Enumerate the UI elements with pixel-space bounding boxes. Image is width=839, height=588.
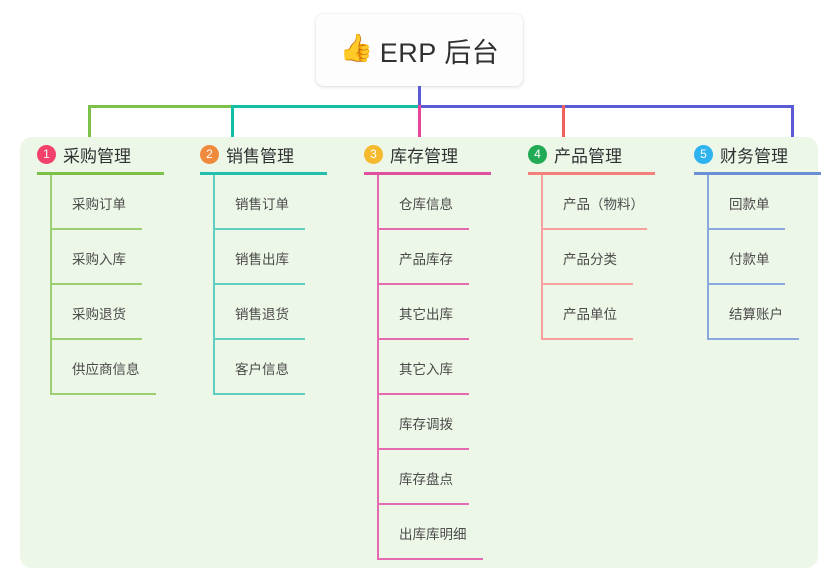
root-node-title: ERP 后台 <box>379 37 500 68</box>
list-item-label: 出库库明细 <box>399 527 467 542</box>
branch-header-3[interactable]: 3 库存管理 <box>364 142 458 167</box>
list-item-label: 付款单 <box>729 252 770 267</box>
branch-drop-4 <box>562 105 565 142</box>
list-item-label: 其它出库 <box>399 307 453 322</box>
list-item-label: 客户信息 <box>235 362 289 377</box>
branch-header-rule-4 <box>528 172 655 175</box>
list-item-label: 结算账户 <box>729 307 783 322</box>
list-item[interactable]: 库存盘点 <box>377 450 469 505</box>
list-item[interactable]: 出库库明细 <box>377 505 483 560</box>
list-item-label: 销售订单 <box>235 197 289 212</box>
branch-drop-3 <box>418 105 421 142</box>
branch-header-5[interactable]: 5 财务管理 <box>694 142 788 167</box>
root-node[interactable]: 👍 ERP 后台 <box>316 14 523 86</box>
branch-badge-4: 4 <box>528 145 547 164</box>
list-item[interactable]: 其它出库 <box>377 285 469 340</box>
list-item[interactable]: 销售出库 <box>213 230 305 285</box>
list-item-label: 采购退货 <box>72 307 126 322</box>
branch-header-1[interactable]: 1 采购管理 <box>37 142 131 167</box>
list-item-label: 库存调拨 <box>399 417 453 432</box>
branch-badge-2: 2 <box>200 145 219 164</box>
list-item-label: 采购订单 <box>72 197 126 212</box>
branch-title-3: 库存管理 <box>390 147 458 166</box>
list-item-label: 其它入库 <box>399 362 453 377</box>
list-item[interactable]: 销售退货 <box>213 285 305 340</box>
list-item-label: 销售出库 <box>235 252 289 267</box>
list-item-label: 供应商信息 <box>72 362 140 377</box>
list-item-label: 仓库信息 <box>399 197 453 212</box>
list-item[interactable]: 供应商信息 <box>50 340 156 395</box>
branch-drop-1 <box>88 105 91 142</box>
list-item-label: 产品分类 <box>563 252 617 267</box>
branches-panel: 1 采购管理 采购订单 采购入库 采购退货 <box>20 137 821 568</box>
branch-items-1: 采购订单 采购入库 采购退货 供应商信息 <box>50 175 156 395</box>
list-item[interactable]: 库存调拨 <box>377 395 469 450</box>
list-item-label: 产品库存 <box>399 252 453 267</box>
list-item-label: 产品单位 <box>563 307 617 322</box>
branch-header-rule-2 <box>200 172 327 175</box>
branch-title-4: 产品管理 <box>554 147 622 166</box>
branch-items-2: 销售订单 销售出库 销售退货 客户信息 <box>213 175 305 395</box>
branch-header-rule-3 <box>364 172 491 175</box>
branch-items-5: 回款单 付款单 结算账户 <box>707 175 799 340</box>
branch-title-2: 销售管理 <box>226 147 294 166</box>
branch-header-rule-1 <box>37 172 164 175</box>
list-item[interactable]: 仓库信息 <box>377 175 469 230</box>
branch-bar-purple <box>419 105 794 108</box>
branch-drop-5 <box>791 105 794 142</box>
list-item[interactable]: 产品库存 <box>377 230 469 285</box>
branch-badge-3: 3 <box>364 145 383 164</box>
list-item[interactable]: 产品单位 <box>541 285 644 340</box>
branch-badge-5: 5 <box>694 145 713 164</box>
root-stem-connector <box>418 86 421 107</box>
list-item[interactable]: 采购退货 <box>50 285 142 340</box>
branch-title-1: 采购管理 <box>63 147 131 166</box>
list-item-label: 产品（物料） <box>563 197 644 212</box>
branch-items-4: 产品（物料） 产品分类 产品单位 <box>541 175 647 340</box>
list-item[interactable]: 产品（物料） <box>541 175 647 230</box>
branch-header-4[interactable]: 4 产品管理 <box>528 142 622 167</box>
branch-header-2[interactable]: 2 销售管理 <box>200 142 294 167</box>
list-item[interactable]: 采购订单 <box>50 175 142 230</box>
list-item[interactable]: 采购入库 <box>50 230 142 285</box>
list-item[interactable]: 回款单 <box>707 175 785 230</box>
branch-items-3: 仓库信息 产品库存 其它出库 其它入库 <box>377 175 483 560</box>
branch-header-rule-5 <box>694 172 821 175</box>
list-item[interactable]: 其它入库 <box>377 340 469 395</box>
list-item[interactable]: 结算账户 <box>707 285 799 340</box>
branch-title-5: 财务管理 <box>720 147 788 166</box>
list-item[interactable]: 付款单 <box>707 230 785 285</box>
list-item[interactable]: 销售订单 <box>213 175 305 230</box>
branch-drop-2 <box>231 105 234 142</box>
branch-badge-1: 1 <box>37 145 56 164</box>
list-item-label: 采购入库 <box>72 252 126 267</box>
list-item[interactable]: 产品分类 <box>541 230 644 285</box>
list-item[interactable]: 客户信息 <box>213 340 305 395</box>
branch-bar-green <box>88 105 233 108</box>
list-item-label: 回款单 <box>729 197 770 212</box>
thumbs-up-icon: 👍 <box>339 33 374 63</box>
list-item-label: 库存盘点 <box>399 472 453 487</box>
list-item-label: 销售退货 <box>235 307 289 322</box>
branch-bar-teal <box>231 105 421 108</box>
